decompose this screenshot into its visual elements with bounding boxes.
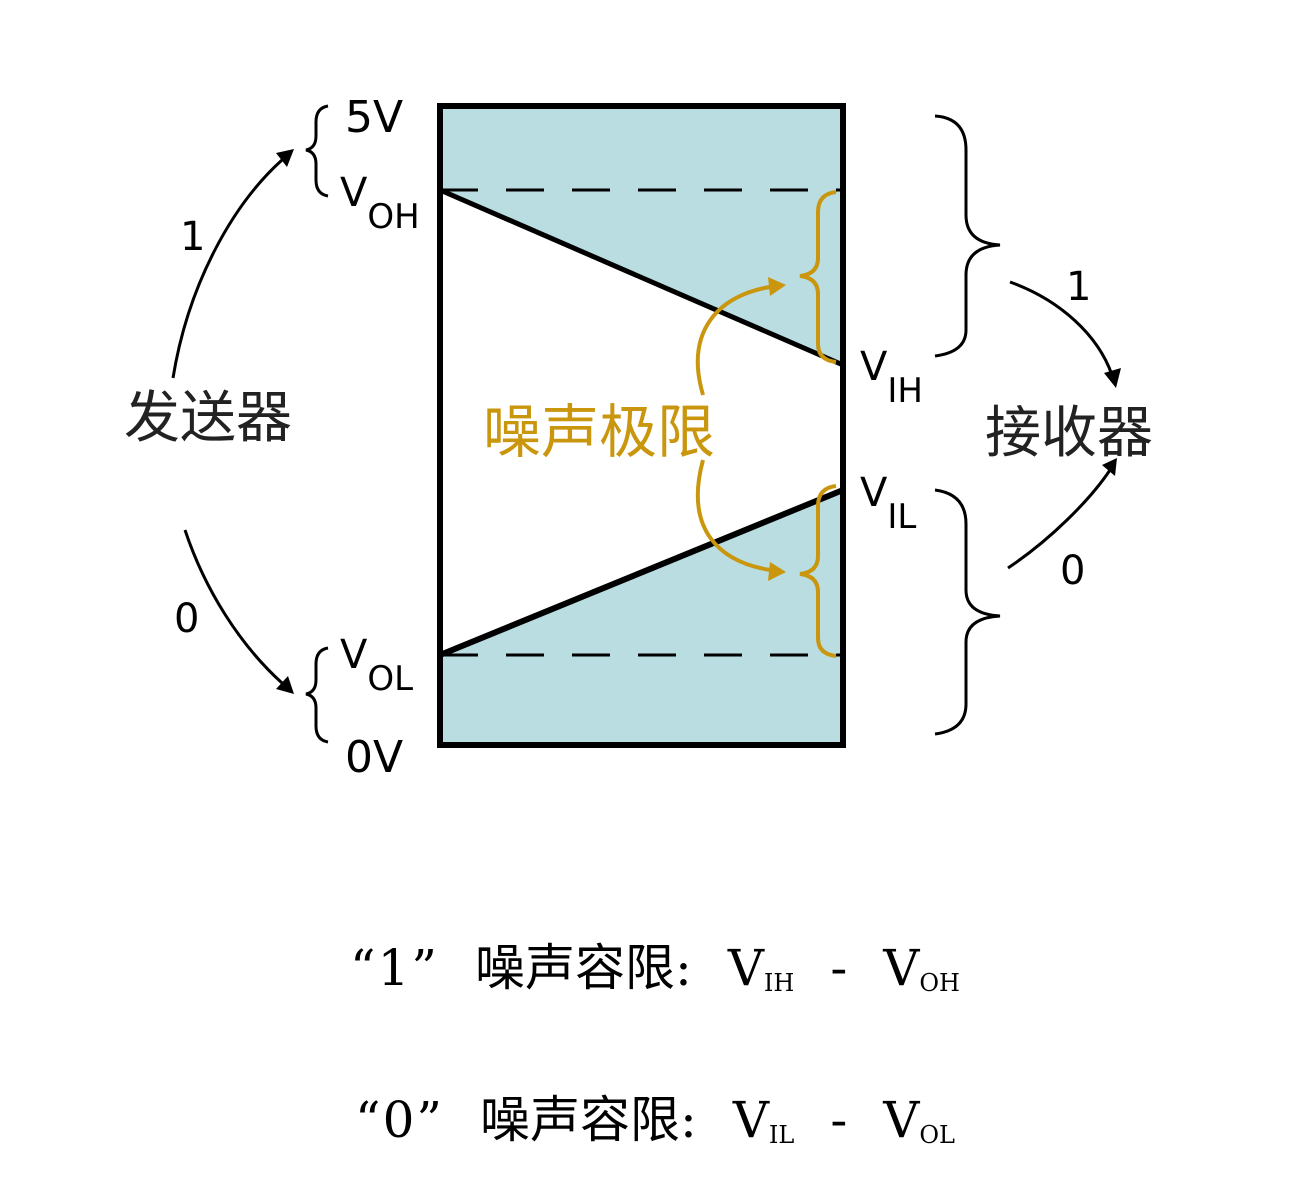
sender-label: 发送器	[124, 386, 292, 451]
receiver-1-arrow	[1009, 280, 1114, 376]
label-vil: VIL	[860, 470, 916, 537]
low-noise-margin-brace	[799, 484, 837, 658]
noise-limit-label: 噪声极限	[483, 398, 715, 466]
receiver-0-arrowhead	[1102, 458, 1117, 476]
sender-1-arrow	[171, 158, 284, 379]
sender-1-label: 1	[180, 214, 205, 260]
sender-1-arrowhead	[276, 149, 294, 167]
low-output-band	[440, 655, 843, 745]
formula-low-quote: “0”	[355, 1091, 444, 1149]
label-0v: 0V	[345, 732, 403, 783]
formula-high-text: 噪声容限:	[474, 939, 692, 997]
formula-high-noise-margin: “1”噪声容限:VIH-VOH	[350, 939, 960, 997]
receiver-0-label: 0	[1060, 548, 1085, 594]
receiver-label: 接收器	[985, 401, 1153, 466]
label-voh: VOH	[340, 170, 420, 237]
receiver-0-arrow	[1007, 469, 1112, 570]
low-diagonal	[438, 487, 845, 658]
output-low-brace	[305, 646, 329, 744]
noise-limit-arrow-down	[695, 459, 771, 572]
label-vih: VIH	[860, 344, 923, 411]
sender-0-arrowhead	[276, 676, 294, 694]
voltage-frame	[437, 103, 846, 748]
label-vol: VOL	[340, 632, 413, 699]
high-noise-margin-brace	[799, 190, 837, 364]
high-diagonal	[439, 187, 844, 368]
sender-0-label: 0	[174, 596, 199, 642]
sender-0-arrow	[183, 529, 284, 685]
receiver-1-arrowhead	[1104, 368, 1121, 388]
label-5v: 5V	[345, 92, 403, 143]
formula-low-text: 噪声容限:	[479, 1091, 697, 1149]
noise-limit-arrow-up	[695, 285, 771, 396]
input-low-brace	[934, 488, 1001, 736]
noise-limit-arrowhead-up	[768, 277, 786, 296]
formula-low-noise-margin: “0”噪声容限:VIL-VOL	[355, 1091, 955, 1149]
formula-high-quote: “1”	[350, 939, 439, 997]
input-high-brace	[934, 114, 1001, 358]
noise-margin-diagram: 5V VOH VOL 0V VIH VIL 1 0 1 0 发送器 接收器 噪声…	[124, 92, 1153, 783]
receiver-1-label: 1	[1066, 264, 1091, 310]
high-output-band	[440, 106, 843, 190]
output-high-brace	[305, 104, 329, 198]
noise-limit-arrowhead-down	[768, 562, 786, 581]
